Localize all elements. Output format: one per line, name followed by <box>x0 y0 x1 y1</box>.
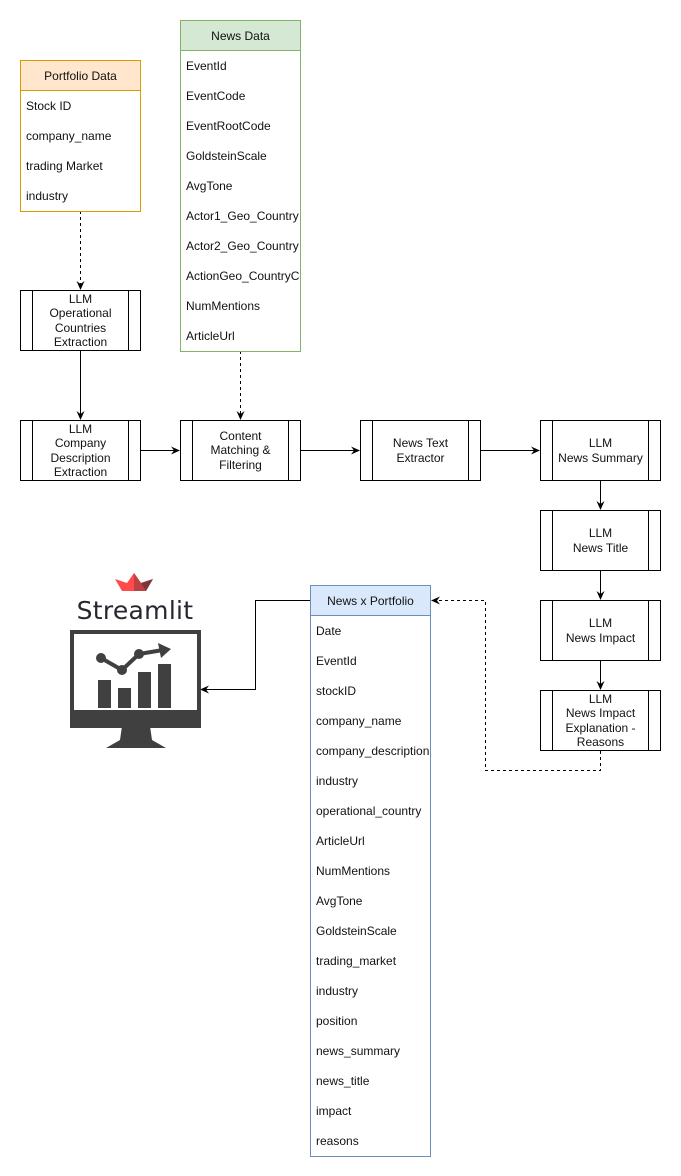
table-field: ArticleUrl <box>186 329 235 343</box>
dashboard-monitor-icon <box>70 630 201 748</box>
table-field: company_description <box>316 744 430 758</box>
table-field: EventCode <box>186 89 246 103</box>
table-field: AvgTone <box>186 179 233 193</box>
streamlit-crown-icon <box>115 573 153 591</box>
process-label: LLM Operational Countries Extraction <box>49 291 112 350</box>
table-field: industry <box>316 984 359 998</box>
table-field: industry <box>316 774 359 788</box>
process-content-matching-filtering[interactable]: Content Matching & Filtering <box>180 420 301 481</box>
table-field: GoldsteinScale <box>186 149 267 163</box>
process-operational-countries-extraction[interactable]: LLM Operational Countries Extraction <box>20 290 141 351</box>
table-field: EventRootCode <box>186 119 271 133</box>
table-field: operational_country <box>316 804 422 818</box>
process-news-title[interactable]: LLM News Title <box>540 510 661 571</box>
edge-reasons-to-nxp <box>431 596 601 771</box>
table-field: Date <box>316 624 342 638</box>
table-field: impact <box>316 1104 352 1118</box>
news-data-header: News Data <box>181 21 300 51</box>
table-field: position <box>316 1014 358 1028</box>
table-field: ActionGeo_CountryCode <box>186 269 300 283</box>
process-label: LLM News Summary <box>558 436 643 465</box>
process-label: LLM Company Description Extraction <box>50 421 111 480</box>
table-field: reasons <box>316 1134 359 1148</box>
table-field: trading Market <box>26 159 103 173</box>
table-field: trading_market <box>316 954 397 968</box>
process-news-impact-reasons[interactable]: LLM News Impact Explanation - Reasons <box>540 690 661 751</box>
process-label: Content Matching & Filtering <box>210 428 271 472</box>
table-field: stockID <box>316 684 357 698</box>
table-field: NumMentions <box>316 864 391 878</box>
table-field: NumMentions <box>186 299 261 313</box>
table-field: company_name <box>26 129 112 143</box>
process-news-text-extractor[interactable]: News Text Extractor <box>360 420 481 481</box>
table-field: ArticleUrl <box>316 834 365 848</box>
table-field: Stock ID <box>26 99 72 113</box>
streamlit-label: Streamlit <box>76 596 194 625</box>
table-field: news_summary <box>316 1044 401 1058</box>
process-label: LLM News Impact <box>565 616 636 645</box>
table-field: EventId <box>316 654 357 668</box>
table-field: EventId <box>186 59 227 73</box>
table-field: GoldsteinScale <box>316 924 397 938</box>
process-label: LLM News Title <box>572 526 629 555</box>
process-company-description-extraction[interactable]: LLM Company Description Extraction <box>20 420 141 481</box>
table-field: AvgTone <box>316 894 363 908</box>
portfolio-data-header: Portfolio Data <box>21 61 140 91</box>
process-label: LLM News Impact Explanation - Reasons <box>565 691 636 750</box>
table-field: Actor2_Geo_Country <box>186 239 299 253</box>
table-field: industry <box>26 189 69 203</box>
edge-nxp-to-streamlit <box>200 600 310 694</box>
table-field: company_name <box>316 714 402 728</box>
news-x-portfolio-header: News x Portfolio <box>311 586 430 616</box>
process-news-summary[interactable]: LLM News Summary <box>540 420 661 481</box>
process-news-impact[interactable]: LLM News Impact <box>540 600 661 661</box>
table-field: Actor1_Geo_Country <box>186 209 299 223</box>
table-field: news_title <box>316 1074 370 1088</box>
process-label: News Text Extractor <box>392 436 449 465</box>
